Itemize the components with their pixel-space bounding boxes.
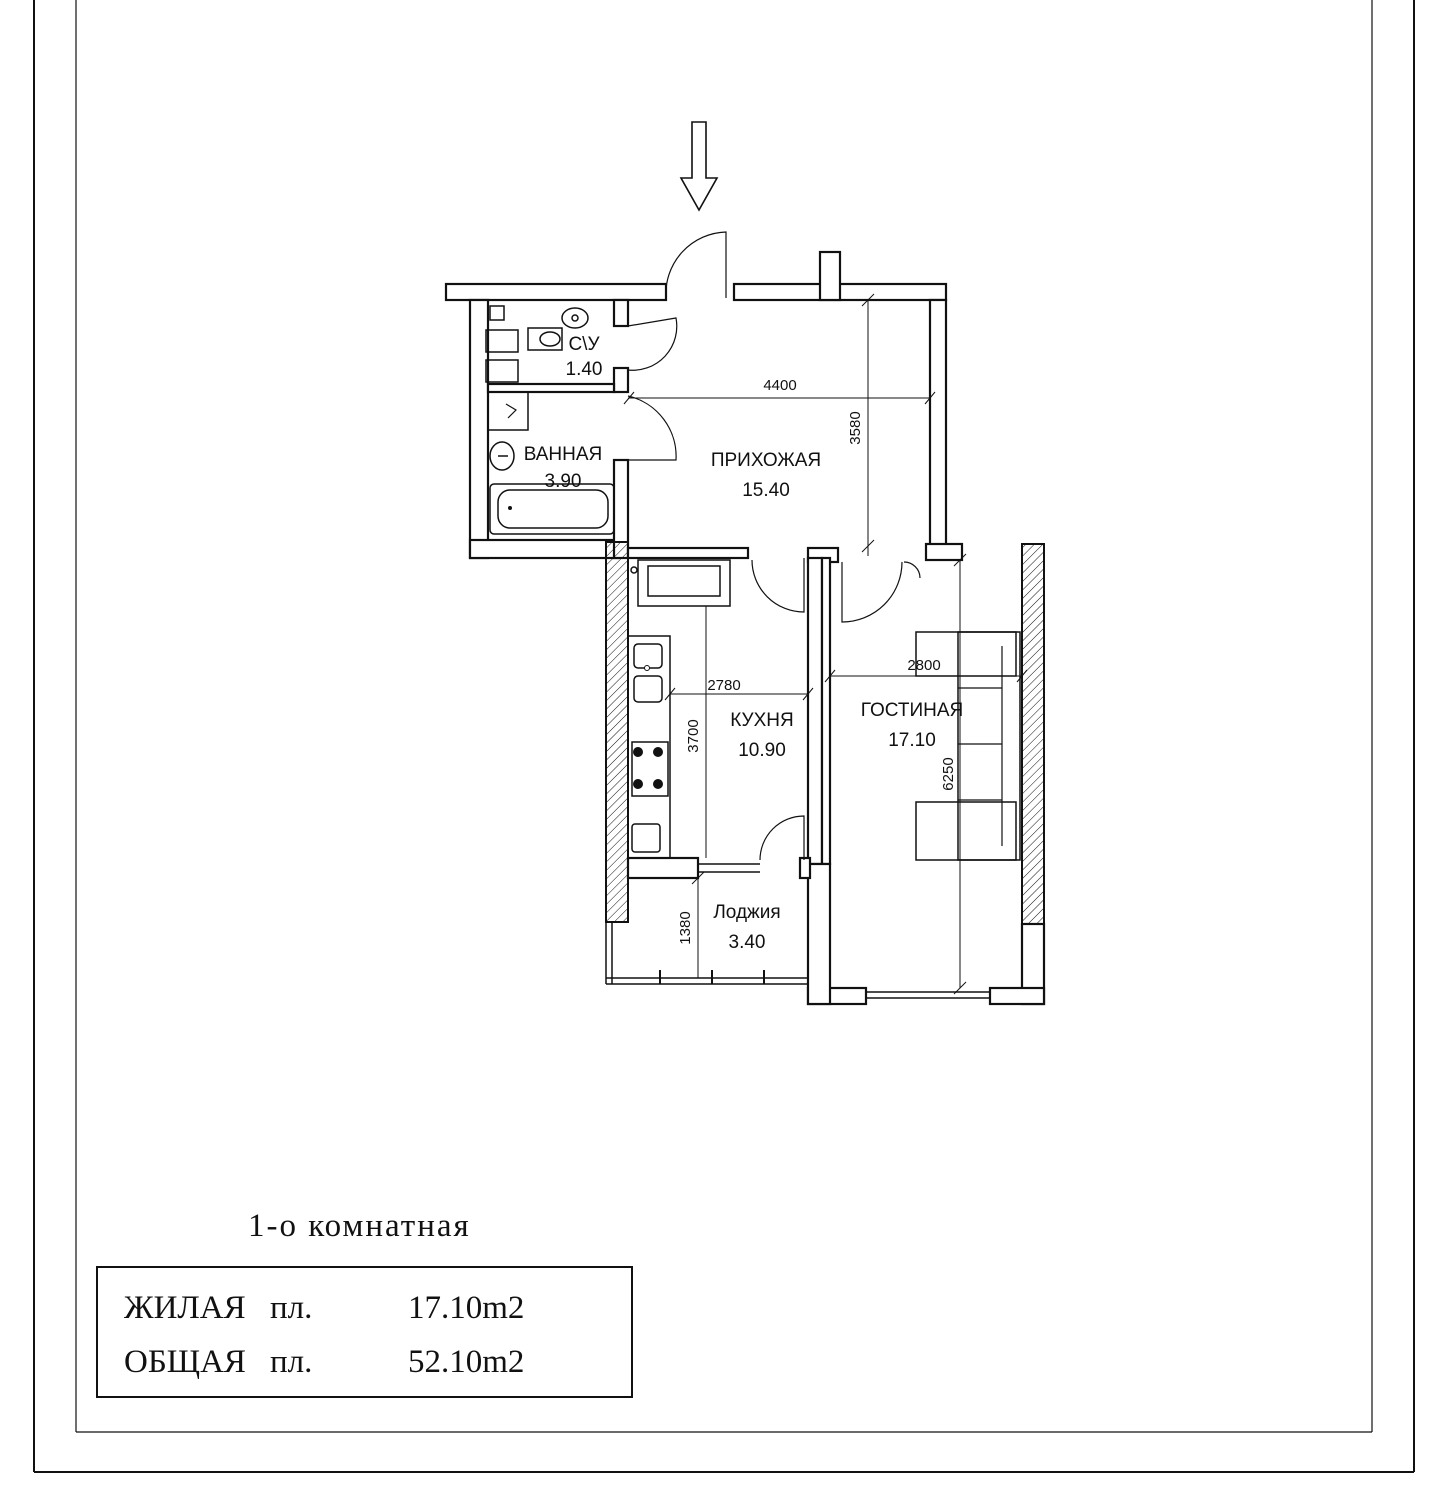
living-area-unit: пл. [270, 1290, 312, 1326]
loggia-depth-label: 1380 [677, 911, 694, 944]
living-area: 17.10 [888, 730, 936, 751]
entrance-arrow-icon [679, 121, 719, 212]
kitchen-area: 10.90 [738, 740, 786, 761]
bath-name: ВАННАЯ [524, 444, 603, 465]
room-labels: С\У 1.40 ВАННАЯ 3.90 ПРИХОЖАЯ 15.40 КУХН… [524, 334, 964, 953]
kitchen-width-label: 2780 [707, 677, 740, 694]
area-summary-box: ЖИЛАЯ пл. 17.10m2 ОБЩАЯ пл. 52.10m2 [96, 1266, 633, 1398]
bath-area: 3.90 [545, 471, 582, 492]
hall-width-label: 4400 [763, 377, 796, 394]
living-name: ГОСТИНАЯ [861, 700, 963, 721]
kitchen-depth-label: 3700 [685, 719, 702, 752]
hall-depth-label: 3580 [847, 411, 864, 444]
dimension-labels: 4400 3580 2780 3700 2800 6250 1380 [677, 377, 957, 945]
total-area-label: ОБЩАЯ [124, 1344, 246, 1380]
sheet-frame [33, 0, 1415, 1473]
total-area-unit: пл. [270, 1344, 312, 1380]
living-depth-label: 6250 [940, 757, 957, 790]
hall-area: 15.40 [742, 480, 790, 501]
loggia-name: Лоджия [713, 902, 780, 923]
su-area: 1.40 [566, 359, 603, 380]
living-width-label: 2800 [907, 657, 940, 674]
loggia-area: 3.40 [729, 932, 766, 953]
total-area-value: 52.10m2 [408, 1344, 524, 1380]
living-area-label: ЖИЛАЯ [124, 1290, 246, 1326]
fixtures [485, 305, 1021, 984]
living-area-value: 17.10m2 [408, 1290, 524, 1326]
hall-name: ПРИХОЖАЯ [711, 450, 821, 471]
walls [444, 250, 1046, 1006]
dimension-lines [623, 293, 1028, 995]
apartment-type-title: 1-о комнатная [248, 1208, 471, 1244]
doors [627, 231, 921, 861]
su-name: С\У [568, 334, 600, 355]
kitchen-name: КУХНЯ [730, 710, 793, 731]
